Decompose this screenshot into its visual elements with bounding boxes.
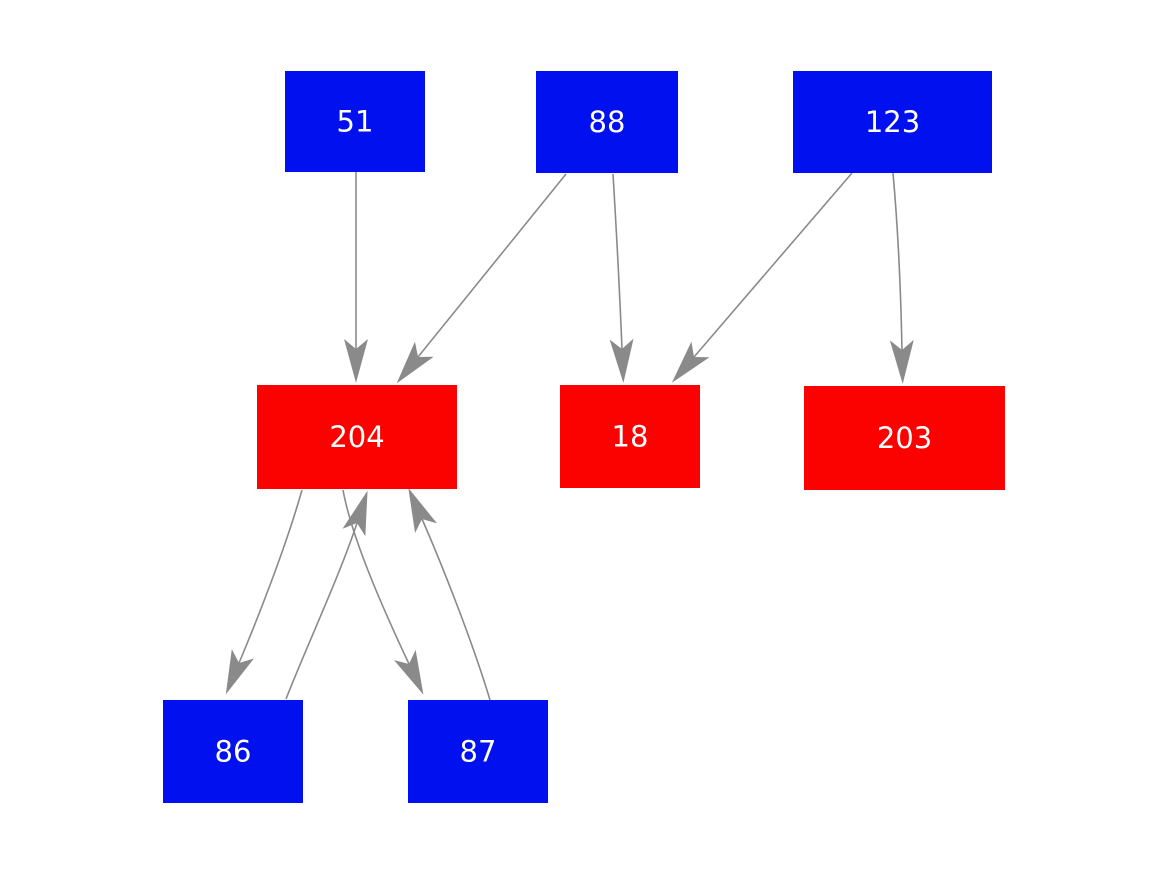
node-87-box xyxy=(408,700,548,803)
edge-123-to-203 xyxy=(889,172,914,384)
nodes-layer: 51 88 123 204 18 203 86 87 xyxy=(163,71,1005,803)
node-51: 51 xyxy=(285,71,425,172)
node-203-box xyxy=(804,386,1005,490)
node-86-label: 86 xyxy=(215,735,252,769)
node-87: 87 xyxy=(408,700,548,803)
node-18-label: 18 xyxy=(612,420,649,454)
node-203-label: 203 xyxy=(877,421,932,455)
edge-88-to-18 xyxy=(609,173,634,383)
node-18: 18 xyxy=(560,385,700,488)
node-51-label: 51 xyxy=(337,105,374,139)
node-18-box xyxy=(560,385,700,488)
node-203: 203 xyxy=(804,386,1005,490)
node-87-label: 87 xyxy=(460,735,497,769)
node-88: 88 xyxy=(536,71,678,173)
edge-204-to-86 xyxy=(225,489,303,695)
node-88-label: 88 xyxy=(589,105,626,139)
node-123-box xyxy=(793,71,992,173)
node-204-label: 204 xyxy=(329,420,384,454)
node-88-box xyxy=(536,71,678,173)
node-51-box xyxy=(285,71,425,172)
edge-123-to-18 xyxy=(671,172,853,383)
node-86-box xyxy=(163,700,303,803)
node-204: 204 xyxy=(257,385,457,489)
node-86: 86 xyxy=(163,700,303,803)
edges-layer xyxy=(225,172,914,701)
edge-204-to-87 xyxy=(342,489,424,695)
edge-86-to-204 xyxy=(285,490,368,700)
node-204-box xyxy=(257,385,457,489)
node-123: 123 xyxy=(793,71,992,173)
node-123-label: 123 xyxy=(865,105,920,139)
edge-88-to-204 xyxy=(396,173,567,384)
edge-87-to-204 xyxy=(408,487,491,701)
